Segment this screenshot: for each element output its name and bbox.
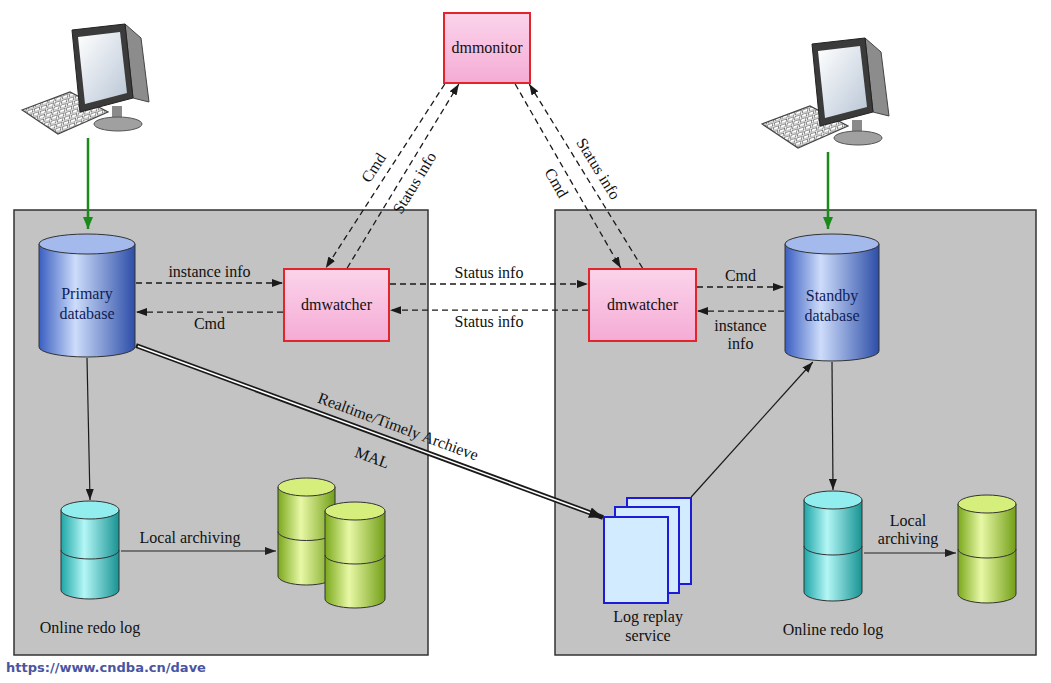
node-label: dmwatcher [301,295,372,314]
edge-label: Cmd [540,165,571,201]
cylinder-outline [60,500,120,600]
edge-label: Status info [455,313,524,331]
standby-site-panel [555,210,1036,655]
connector [832,362,833,490]
client-arrow [827,152,830,229]
archive-cylinders [278,478,1016,608]
connector [697,311,784,312]
node-label: Online redo log [40,618,140,637]
watcher-box: dmwatcher [588,268,697,342]
node-label: Log replay service [598,607,698,645]
archiving-arrow [864,552,956,553]
monitor-box: dmmonitor [443,12,531,84]
edge-label: Status info [389,149,440,217]
document-stack [603,497,693,605]
cylinder-shape [39,234,135,357]
log-replay-service: Log replay service [603,497,693,605]
archiving-label: Local archiving [140,529,241,547]
edge-label: Cmd [357,150,389,186]
cylinder-shape [804,491,862,601]
cylinder-shape [61,501,119,599]
cylinder-outline [803,490,863,602]
edge-label: Status info [572,135,624,203]
cylinder-outline [784,233,880,362]
connector [529,84,642,268]
node-label: Primary database [42,284,132,322]
redo-log-cylinder: Online redo log [803,490,863,602]
client-computer [762,38,889,148]
redo-log-cylinder: Online redo log [60,500,120,600]
node-label: dmwatcher [607,295,678,314]
connector [347,84,459,268]
archiving-arrow [121,550,276,551]
connector [390,310,588,311]
watermark: https://www.cndba.cn/dave [6,661,206,676]
cylinder-outline [38,233,136,358]
connector [87,358,90,500]
edge-label: instance info [168,263,250,281]
cylinder-shape [958,495,1016,603]
database-cylinder: Primary database [38,233,136,358]
connector [390,283,588,284]
connector [136,312,283,313]
client-arrow [87,138,90,229]
edge-label: Cmd [194,315,225,333]
node-label: dmmonitor [451,38,522,57]
mode-label: MAL [352,443,392,472]
edge-label: instance info [705,317,777,354]
client-computer [22,24,149,134]
connector [136,283,283,284]
connector [697,287,784,288]
edge-label: Cmd [725,267,756,285]
node-label: Standby database [788,286,876,324]
edge-label: Status info [455,264,524,282]
archiving-label: Local archiving [868,512,948,549]
connector [515,84,621,268]
cylinder-shape [325,502,385,608]
database-cylinder: Standby database [784,233,880,362]
node-label: Online redo log [783,620,883,639]
cylinder-shape [785,234,879,361]
watcher-box: dmwatcher [283,268,390,342]
connector [326,84,445,268]
edge-label: Realtime/Timely Archieve [315,389,481,465]
connector [691,362,813,497]
connector [136,346,603,518]
